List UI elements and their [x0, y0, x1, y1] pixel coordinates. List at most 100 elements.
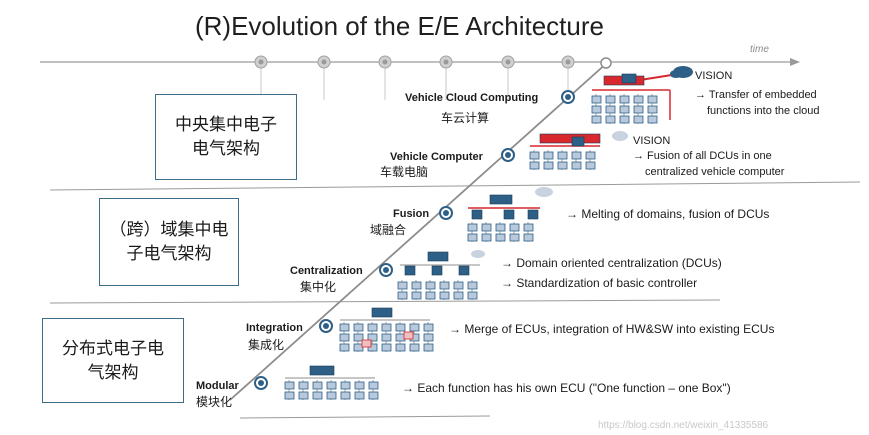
stage-label-centralization: Centralization: [290, 265, 363, 277]
ecu-box-icon: [397, 291, 408, 300]
stage-label-vehicle-cloud-computing: Vehicle Cloud Computing: [405, 92, 538, 104]
ecu-box-icon: [395, 343, 406, 352]
evolution-diagonal: [229, 61, 609, 401]
control-unit-icon: [503, 209, 515, 220]
ecu-box-icon: [326, 381, 337, 390]
ecu-box-icon: [605, 95, 616, 104]
cloud-icon: [612, 131, 628, 141]
ecu-box-icon: [368, 381, 379, 390]
ecu-box-icon: [523, 233, 534, 242]
ecu-box-icon: [411, 281, 422, 290]
ecu-box-icon: [361, 339, 372, 348]
control-unit-icon: [539, 133, 601, 144]
stage-cn-fusion: 域融合: [370, 222, 406, 237]
desc-vehicle-computer-2: centralized vehicle computer: [645, 166, 785, 178]
ecu-box-icon: [423, 343, 434, 352]
ecu-box-icon: [647, 115, 658, 124]
category-label-central: 中央集中电子电气架构: [175, 115, 277, 159]
ecu-box-icon: [423, 333, 434, 342]
ecu-box-icon: [647, 105, 658, 114]
ecu-box-icon: [619, 105, 630, 114]
axis-tick-dot: [321, 59, 327, 65]
ecu-box-icon: [439, 291, 450, 300]
ecu-box-icon: [467, 223, 478, 232]
stage-label-integration: Integration: [246, 322, 303, 334]
stage-marker-modular: [254, 376, 268, 390]
ecu-box-icon: [353, 343, 364, 352]
arch-icon-vehicle-cloud: [591, 66, 693, 124]
arch-icon-centralization: [397, 250, 485, 300]
axis-tick-dot: [443, 59, 449, 65]
stage-label-vehicle-computer: Vehicle Computer: [390, 151, 484, 163]
category-label-domain: （跨）域集中电子电气架构: [109, 220, 229, 264]
ecu-box-icon: [354, 381, 365, 390]
ecu-box-icon: [367, 343, 378, 352]
separator-line: [49, 299, 721, 304]
control-unit-icon: [404, 265, 416, 276]
axis-tick-dot: [258, 59, 264, 65]
cloud-icon: [535, 187, 553, 197]
control-unit-icon: [309, 365, 335, 376]
desc-centralization-2: → Standardization of basic controller: [501, 276, 697, 290]
ecu-box-icon: [312, 391, 323, 400]
desc-cloud-2: functions into the cloud: [707, 105, 820, 117]
ecu-box-icon: [453, 281, 464, 290]
ecu-box-icon: [453, 291, 464, 300]
ecu-box-icon: [339, 343, 350, 352]
stage-cn-vehicle-cloud-computing: 车云计算: [441, 110, 489, 125]
vision-label-computer: VISION: [633, 135, 670, 147]
stage-cn-integration: 集成化: [248, 337, 284, 352]
ecu-box-icon: [409, 323, 420, 332]
axis-tick-dot: [565, 59, 571, 65]
time-axis: time: [40, 44, 800, 66]
ecu-box-icon: [381, 333, 392, 342]
stage-separators: [49, 181, 861, 419]
ecu-box-icon: [409, 343, 420, 352]
ecu-box-icon: [571, 151, 582, 160]
control-unit-icon: [431, 265, 443, 276]
arch-icon-integration: [339, 307, 434, 352]
ecu-box-icon: [423, 323, 434, 332]
control-unit-icon: [427, 251, 449, 262]
ecu-box-icon: [381, 323, 392, 332]
ecu-box-icon: [425, 291, 436, 300]
ecu-box-icon: [591, 95, 602, 104]
ecu-box-icon: [381, 343, 392, 352]
ecu-box-icon: [284, 391, 295, 400]
category-box-domain: （跨）域集中电子电气架构: [99, 198, 239, 286]
stage-label-modular: Modular: [196, 380, 239, 392]
control-unit-icon: [458, 265, 470, 276]
ecu-box-icon: [633, 95, 644, 104]
ecu-box-icon: [605, 115, 616, 124]
axis-end-marker: [600, 57, 612, 69]
control-unit-icon: [489, 194, 513, 205]
cloud-icon: [670, 70, 682, 78]
ecu-box-icon: [591, 115, 602, 124]
ecu-box-icon: [585, 151, 596, 160]
ecu-box-icon: [326, 391, 337, 400]
desc-integration: → Merge of ECUs, integration of HW&SW in…: [449, 322, 774, 336]
ecu-box-icon: [523, 223, 534, 232]
ecu-box-icon: [585, 161, 596, 170]
ecu-box-icon: [367, 333, 378, 342]
ecu-box-icon: [354, 391, 365, 400]
ecu-box-icon: [353, 323, 364, 332]
control-unit-icon: [571, 136, 585, 147]
ecu-box-icon: [557, 151, 568, 160]
stage-marker-vehicle-computer: [501, 148, 515, 162]
ecu-box-icon: [403, 331, 414, 340]
stage-marker-vehicle-cloud-computing: [561, 90, 575, 104]
category-box-central: 中央集中电子电气架构: [155, 94, 297, 180]
stage-cn-modular: 模块化: [196, 395, 232, 409]
axis-tick-dot: [382, 59, 388, 65]
ecu-box-icon: [509, 223, 520, 232]
time-axis-label: time: [750, 44, 769, 55]
stage-cn-centralization: 集中化: [300, 279, 336, 294]
ecu-box-icon: [284, 381, 295, 390]
ecu-box-icon: [619, 115, 630, 124]
ecu-box-icon: [339, 323, 350, 332]
ecu-box-icon: [605, 105, 616, 114]
ecu-box-icon: [495, 233, 506, 242]
